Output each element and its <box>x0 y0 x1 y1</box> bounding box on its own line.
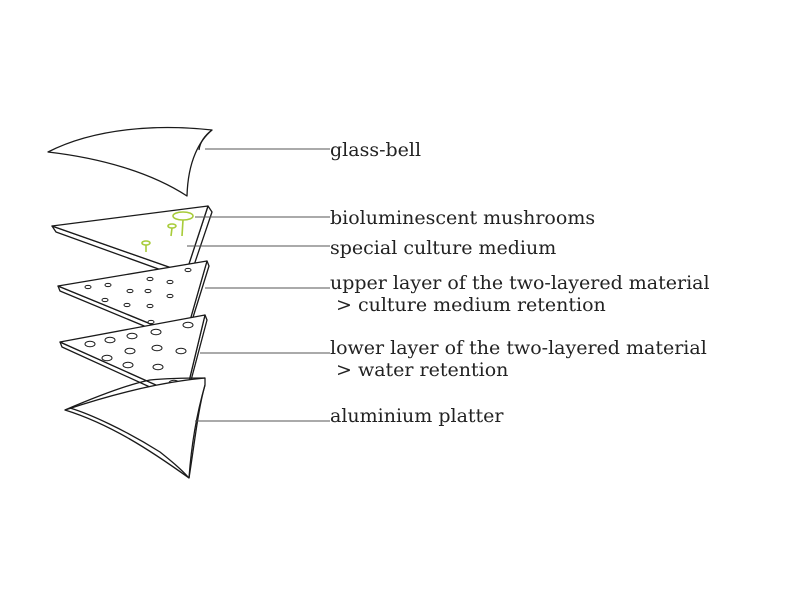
label-lower-layer: lower layer of the two-layered material … <box>330 337 707 381</box>
culture-medium-plate <box>51 205 213 281</box>
leader-lines <box>187 148 330 422</box>
lower-layer-title: lower layer of the two-layered material <box>330 337 707 359</box>
label-glass-bell: glass-bell <box>330 139 422 161</box>
upper-layer-title: upper layer of the two-layered material <box>330 272 710 294</box>
lower-layer-note: > water retention <box>336 359 509 381</box>
bioluminescent-mushroom-icons <box>141 211 194 252</box>
upper-layer-note: > culture medium retention <box>336 294 606 316</box>
label-special-culture-medium: special culture medium <box>330 237 557 259</box>
glass-bell-shape <box>47 126 213 197</box>
label-upper-layer: upper layer of the two-layered material … <box>330 272 710 316</box>
label-bioluminescent-mushrooms: bioluminescent mushrooms <box>330 207 596 229</box>
aluminium-platter-shape <box>64 377 206 479</box>
label-aluminium-platter: aluminium platter <box>330 405 504 427</box>
